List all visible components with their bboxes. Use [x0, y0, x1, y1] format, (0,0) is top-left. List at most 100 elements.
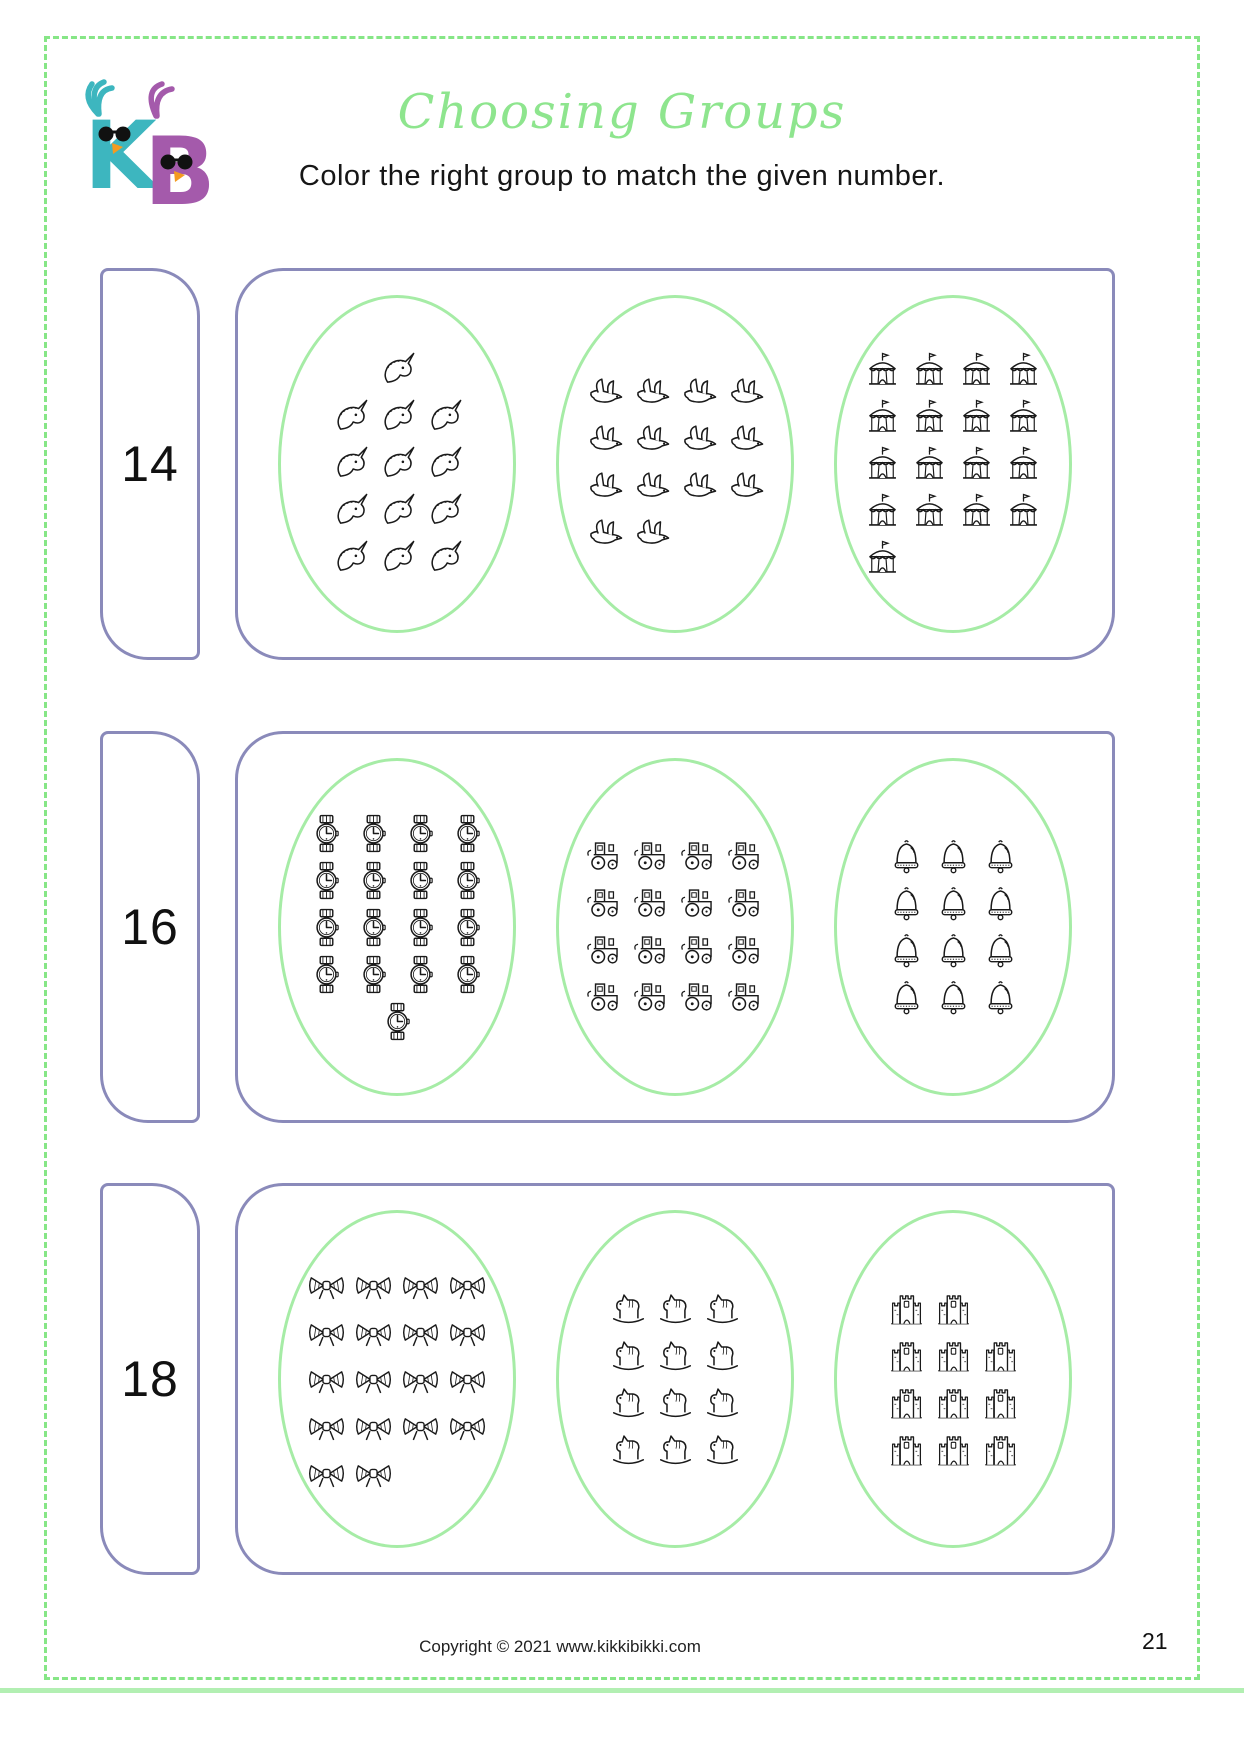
castle-icon	[883, 1426, 930, 1473]
bow-icon	[444, 1403, 491, 1450]
group-oval-bells[interactable]	[834, 758, 1072, 1096]
wristwatch-icon	[303, 857, 350, 904]
logo-k-beak	[112, 143, 123, 154]
circus-tent-icon	[1000, 347, 1047, 394]
icon-grid	[303, 810, 491, 1045]
worksheet-row: 18	[100, 1183, 1115, 1575]
wristwatch-icon	[397, 857, 444, 904]
tractor-icon	[581, 833, 628, 880]
bell-icon	[930, 927, 977, 974]
bow-icon	[350, 1403, 397, 1450]
bird-icon	[722, 370, 769, 417]
icon-row	[581, 974, 769, 1021]
circus-tent-icon	[953, 441, 1000, 488]
icon-row	[303, 951, 491, 998]
unicorn-icon	[421, 394, 468, 441]
wristwatch-icon	[374, 998, 421, 1045]
icon-row	[883, 880, 1024, 927]
circus-tent-icon	[906, 441, 953, 488]
unicorn-icon	[327, 441, 374, 488]
icon-row	[581, 417, 769, 464]
circus-tent-icon	[906, 347, 953, 394]
wristwatch-icon	[350, 951, 397, 998]
castle-icon	[930, 1332, 977, 1379]
icon-grid	[303, 1262, 491, 1497]
bird-icon	[628, 511, 675, 558]
icon-grid	[581, 833, 769, 1021]
target-number-box: 14	[100, 268, 200, 660]
circus-tent-icon	[906, 394, 953, 441]
rocking-horse-icon	[605, 1285, 652, 1332]
group-oval-castles[interactable]	[834, 1210, 1072, 1548]
circus-tent-icon	[906, 488, 953, 535]
bow-icon	[350, 1309, 397, 1356]
icon-row	[327, 488, 468, 535]
wristwatch-icon	[303, 904, 350, 951]
bird-icon	[628, 417, 675, 464]
bell-icon	[883, 833, 930, 880]
bell-icon	[883, 974, 930, 1021]
wristwatch-icon	[303, 810, 350, 857]
tractor-icon	[628, 833, 675, 880]
wristwatch-icon	[350, 857, 397, 904]
kikkibikki-logo: K B	[84, 79, 216, 218]
icon-row	[883, 974, 1024, 1021]
bird-icon	[675, 464, 722, 511]
tractor-icon	[722, 880, 769, 927]
unicorn-icon	[374, 441, 421, 488]
tractor-icon	[581, 880, 628, 927]
rocking-horse-icon	[605, 1332, 652, 1379]
group-oval-tractors[interactable]	[556, 758, 794, 1096]
icon-row	[327, 535, 468, 582]
rocking-horse-icon	[652, 1285, 699, 1332]
icon-row	[859, 488, 1047, 535]
icon-grid	[883, 833, 1024, 1021]
bow-icon	[444, 1309, 491, 1356]
bell-icon	[883, 880, 930, 927]
icon-grid	[859, 347, 1047, 582]
bird-icon	[675, 370, 722, 417]
bow-icon	[303, 1403, 350, 1450]
target-number-box: 18	[100, 1183, 200, 1575]
group-oval-circus-tents[interactable]	[834, 295, 1072, 633]
circus-tent-icon	[1000, 394, 1047, 441]
circus-tent-icon	[859, 394, 906, 441]
rocking-horse-icon	[652, 1332, 699, 1379]
rocking-horse-icon	[699, 1426, 746, 1473]
bow-icon	[444, 1356, 491, 1403]
icon-grid	[581, 370, 769, 558]
group-oval-rocking-horses[interactable]	[556, 1210, 794, 1548]
unicorn-icon	[374, 488, 421, 535]
logo-k-sunglasses	[98, 126, 131, 142]
tractor-icon	[628, 880, 675, 927]
bow-icon	[397, 1356, 444, 1403]
tractor-icon	[675, 974, 722, 1021]
icon-row	[581, 511, 769, 558]
bell-icon	[977, 974, 1024, 1021]
logo-k-crest	[85, 79, 115, 117]
icon-row	[859, 535, 1047, 582]
group-oval-unicorns[interactable]	[278, 295, 516, 633]
wristwatch-icon	[444, 810, 491, 857]
group-oval-wristwatches[interactable]	[278, 758, 516, 1096]
icon-row	[581, 927, 769, 974]
tractor-icon	[581, 974, 628, 1021]
bow-icon	[444, 1262, 491, 1309]
circus-tent-icon	[1000, 441, 1047, 488]
rocking-horse-icon	[652, 1426, 699, 1473]
icon-row	[605, 1332, 746, 1379]
icon-grid	[605, 1285, 746, 1473]
icon-row	[303, 1450, 491, 1497]
bird-icon	[581, 464, 628, 511]
bird-icon	[722, 417, 769, 464]
bell-icon	[977, 880, 1024, 927]
unicorn-icon	[374, 347, 421, 394]
group-oval-ribbon-bows[interactable]	[278, 1210, 516, 1548]
wristwatch-icon	[350, 810, 397, 857]
icon-grid	[327, 347, 468, 582]
icon-row	[883, 1285, 1024, 1332]
icon-row	[303, 998, 491, 1045]
group-oval-flying-birds[interactable]	[556, 295, 794, 633]
icon-row	[327, 347, 468, 394]
bell-icon	[930, 974, 977, 1021]
